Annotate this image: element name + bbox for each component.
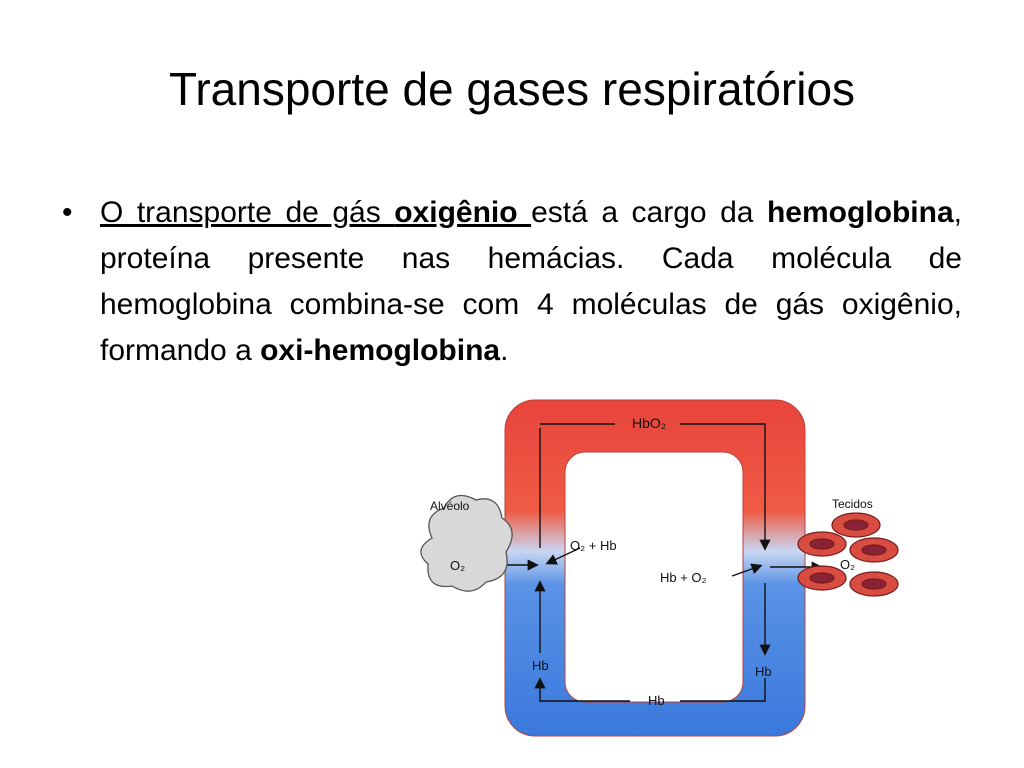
label-hb-right: Hb: [755, 664, 772, 679]
alveolus-shape: [420, 494, 513, 592]
bullet-term-oxi-hemoglobina: oxi-hemoglobina: [260, 334, 501, 367]
bullet-segment: está a cargo da: [531, 196, 767, 229]
bullet-text: O transporte de gás oxigênio está a carg…: [100, 190, 962, 374]
label-tissues: Tecidos: [832, 497, 873, 511]
exchange-arrow-right-reaction: [731, 563, 763, 577]
slide-title: Transporte de gases respiratórios: [168, 63, 856, 115]
gas-transport-diagram: HbO₂ O₂ + Hb Hb + O₂ Alvéolo O₂ Tecidos …: [410, 388, 920, 738]
bullet-segment-underlined-space: [518, 196, 532, 229]
bullet-term-oxigenio: oxigênio: [394, 196, 518, 229]
exchange-arrow-left-reaction: [545, 547, 581, 565]
bullet-segment-underlined: O transporte de gás: [100, 196, 395, 229]
bullet-term-hemoglobina: hemoglobina: [766, 196, 954, 229]
bullet-segment: , proteína presente nas hemácias. Cada m…: [100, 196, 962, 367]
label-tissue-gas: O₂: [840, 557, 855, 572]
label-alveolus-gas: O₂: [450, 558, 465, 573]
label-hbo2-top: HbO₂: [632, 415, 666, 431]
label-alveolus: Alvéolo: [430, 499, 470, 513]
tissue-cells: [797, 512, 899, 597]
flow-arrows: [490, 423, 823, 702]
bullet-marker: •: [62, 196, 73, 229]
label-hb-bottom: Hb: [648, 693, 665, 708]
label-hb-left: Hb: [532, 658, 549, 673]
label-right-reaction: Hb + O₂: [660, 570, 707, 585]
label-left-reaction: O₂ + Hb: [570, 538, 617, 553]
bullet-segment: .: [500, 334, 509, 367]
flow-arrow-bottom: [540, 678, 766, 702]
flow-arrow-top: [540, 423, 765, 548]
blood-vessel-loop: [504, 399, 806, 737]
